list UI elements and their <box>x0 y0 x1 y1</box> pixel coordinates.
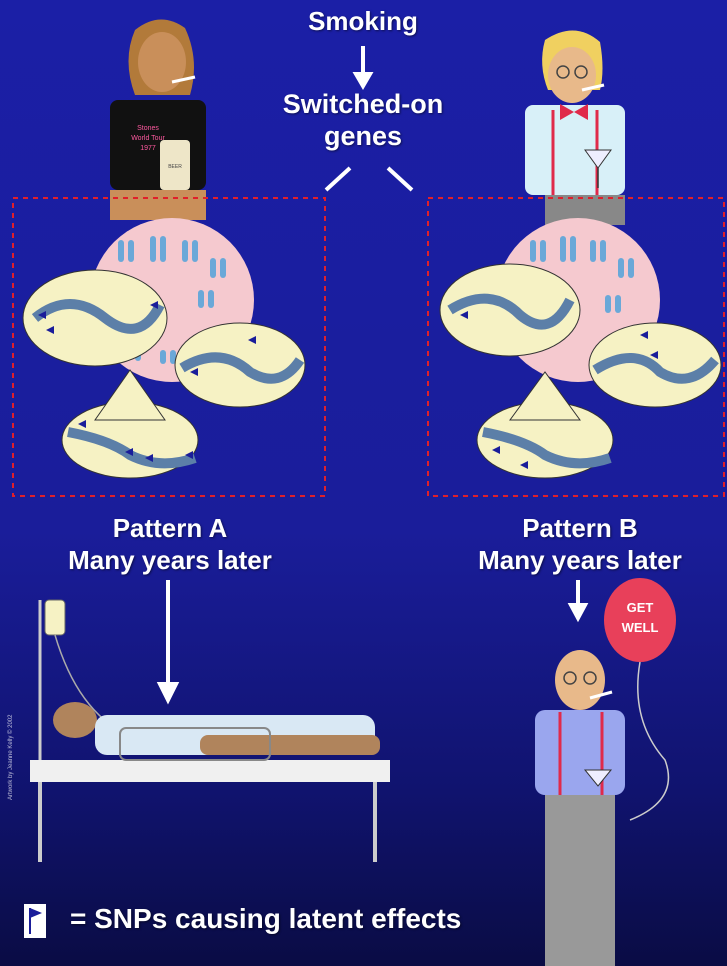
pattern-b-label: Pattern B Many years later <box>440 512 720 576</box>
balloon-text-2: WELL <box>622 620 659 635</box>
pattern-a-title: Pattern A <box>20 512 320 544</box>
pattern-b-subtitle: Many years later <box>440 544 720 576</box>
arrow-pattern-a-head <box>160 684 176 700</box>
legend-text: = SNPs causing latent effects <box>70 903 461 935</box>
snp-flag-icon <box>24 904 46 938</box>
pattern-a-label: Pattern A Many years later <box>20 512 320 576</box>
shirt-text-1: Stones <box>137 125 159 132</box>
arrow-right-diag <box>388 168 412 190</box>
chromosome-panel-a <box>23 218 305 478</box>
pattern-b-title: Pattern B <box>440 512 720 544</box>
smoking-label: Smoking <box>263 6 463 37</box>
switched-on-line1: Switched-on <box>238 88 488 120</box>
hospital-bed-patient <box>30 600 390 862</box>
can-label: BEER <box>168 164 182 170</box>
arrow-left-diag <box>326 168 350 190</box>
artwork-credit: Artwork by Jeanne Kelly © 2002 <box>8 715 14 800</box>
switched-on-line2: genes <box>238 120 488 152</box>
old-man-with-balloon: GET WELL <box>535 578 676 966</box>
switched-on-genes-label: Switched-on genes <box>238 88 488 152</box>
arrow-smoking-head <box>356 74 370 86</box>
smoker-b <box>525 30 625 225</box>
arrow-pattern-b-head <box>571 605 585 618</box>
pattern-a-subtitle: Many years later <box>20 544 320 576</box>
chromosome-panel-b <box>440 218 721 478</box>
shirt-text-2: World Tour <box>131 135 165 142</box>
balloon-text-1: GET <box>627 600 654 615</box>
shirt-text-3: 1977 <box>140 145 156 152</box>
smoker-a: Stones World Tour 1977 BEER <box>110 19 206 220</box>
